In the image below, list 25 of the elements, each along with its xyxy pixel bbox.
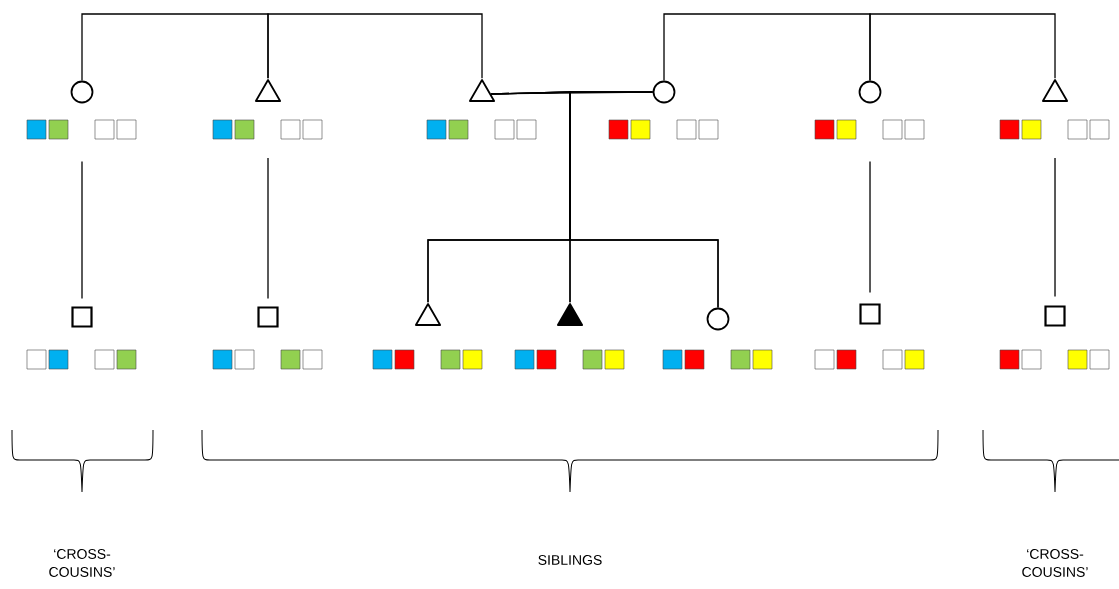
- triangle-symbol: [557, 303, 584, 326]
- kinship-line: [869, 13, 1056, 82]
- kinship-line: [267, 157, 269, 300]
- circle-symbol: [706, 307, 730, 331]
- group-label: ‘CROSS- COUSINS’: [49, 549, 115, 577]
- square-symbol: [859, 303, 881, 325]
- kinship-line: [81, 160, 83, 300]
- circle-symbol: [70, 80, 94, 104]
- kinship-line: [569, 91, 719, 309]
- kinship-line: [663, 13, 871, 82]
- kinship-line: [81, 13, 269, 82]
- triangle-symbol: [469, 79, 496, 102]
- triangle-symbol: [415, 303, 442, 326]
- group-label: ‘CROSS- COUSINS’: [1022, 549, 1088, 577]
- kinship-line: [1054, 157, 1056, 298]
- group-label: SIBLINGS: [538, 555, 602, 565]
- square-symbol: [257, 306, 279, 328]
- square-symbol: [1044, 305, 1066, 327]
- kinship-line: [869, 160, 871, 294]
- kinship-line: [267, 13, 483, 79]
- circle-symbol: [652, 80, 676, 104]
- circle-symbol: [858, 80, 882, 104]
- triangle-symbol: [255, 79, 282, 102]
- triangle-symbol: [1042, 79, 1069, 102]
- square-symbol: [71, 306, 93, 328]
